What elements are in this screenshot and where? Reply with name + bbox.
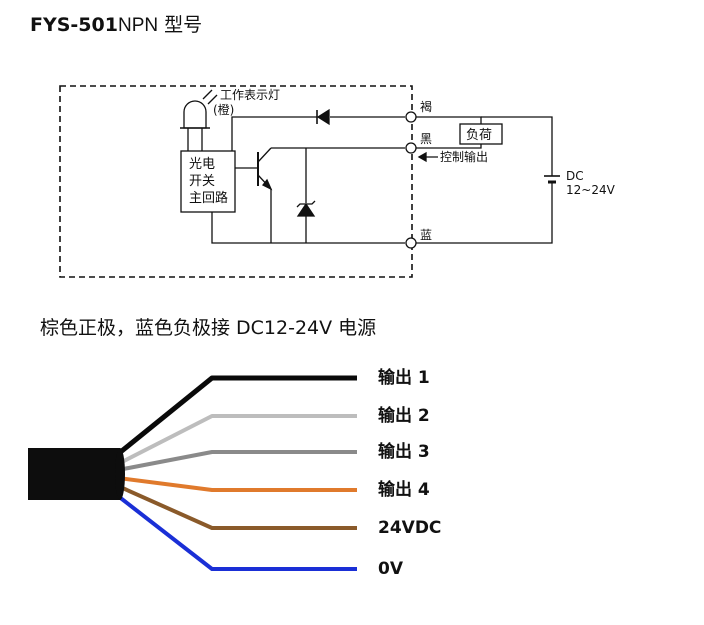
wire-1: [116, 375, 357, 456]
indicator-label: 工作表示灯: [220, 88, 280, 102]
wiring-note: 棕色正极，蓝色负极接 DC12-24V 电源: [40, 317, 377, 339]
main-circuit-line-2: 开关: [189, 174, 215, 189]
terminal-black-label: 黑: [420, 132, 432, 146]
wire-4: [117, 476, 357, 492]
terminal-black: [405, 142, 417, 154]
sensor-enclosure: [59, 85, 413, 278]
indicator-lamp-icon: [180, 89, 218, 151]
indicator-color-label: (橙): [213, 102, 234, 117]
terminal-blue: [405, 237, 417, 249]
control-output-label: 控制输出: [440, 149, 488, 164]
transistor-icon: [235, 147, 273, 191]
model-number: FYS-501: [30, 14, 118, 36]
cable-illustration: 输出 1 输出 2 输出 3 输出 4 24VDC 0V: [28, 367, 441, 579]
cable-jacket: [28, 448, 125, 500]
diode-icon: [316, 108, 330, 126]
load-label: 负荷: [466, 128, 492, 143]
supply-label: DC: [566, 169, 584, 183]
circuit-diagram: [59, 85, 560, 278]
main-circuit-box: [180, 150, 236, 213]
title-suffix: 型号: [164, 14, 203, 36]
supply-voltage-label: 12~24V: [566, 183, 616, 197]
control-output-arrow-icon: [417, 151, 438, 163]
wire-2: [117, 414, 357, 466]
wire-label-2: 输出 2: [378, 405, 430, 426]
wire-label-5: 24VDC: [378, 518, 441, 538]
page-title: FYS-501NPN 型号: [30, 10, 202, 37]
wire-6: [116, 494, 357, 571]
terminal-brown: [405, 111, 417, 123]
wire-label-1: 输出 1: [378, 367, 430, 388]
wire-label-3: 输出 3: [378, 441, 430, 462]
main-circuit-line-1: 光电: [189, 157, 215, 172]
wire-label-4: 输出 4: [378, 479, 430, 500]
terminal-blue-label: 蓝: [420, 228, 432, 242]
wire-3: [117, 450, 357, 472]
terminal-brown-label: 褐: [420, 99, 432, 114]
dc-supply-icon: [544, 175, 560, 188]
zener-diode-icon: [296, 148, 316, 243]
wire-label-6: 0V: [378, 559, 404, 579]
main-circuit-line-3: 主回路: [189, 190, 228, 206]
output-type: NPN: [117, 15, 159, 36]
wire-5: [117, 484, 357, 530]
